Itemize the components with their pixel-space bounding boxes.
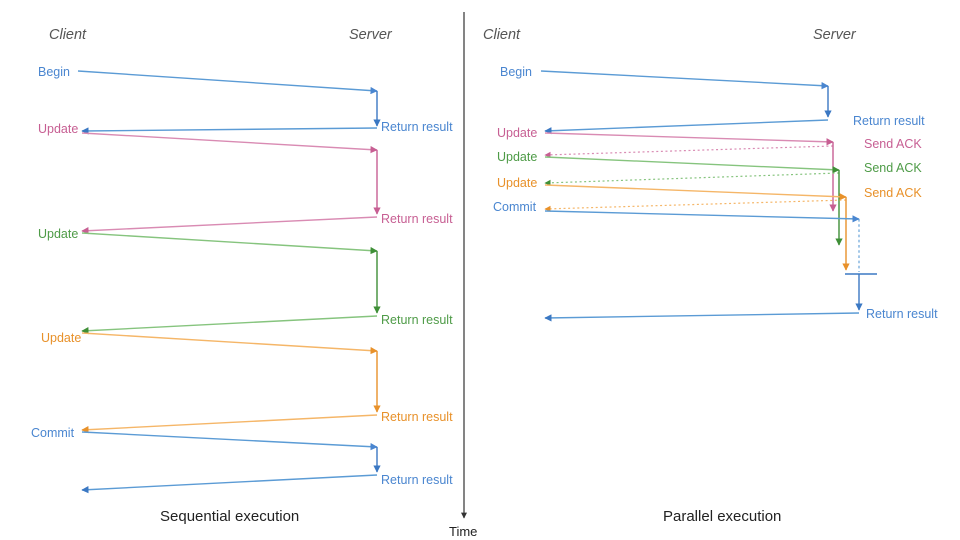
label-return-3: Return result (381, 313, 453, 327)
message-arrow-update-2 (81, 232, 378, 255)
caption-parallel: Parallel execution (663, 508, 781, 525)
p-label-ack-2: Send ACK (864, 161, 922, 175)
p-message-arrow-commit (544, 210, 860, 223)
label-return-2: Return result (381, 212, 453, 226)
p-label-begin: Begin (500, 65, 532, 79)
p-label-update-2: Update (497, 150, 537, 164)
p-label-ack-1: Send ACK (864, 137, 922, 151)
p-ack-arrow-2 (544, 172, 840, 186)
p-label-commit: Commit (493, 200, 537, 214)
p-label-update-1: Update (497, 126, 537, 140)
p-message-arrow-return-1 (544, 119, 829, 135)
p-actor-label-server: Server (813, 27, 857, 43)
message-arrow-update-3 (81, 332, 378, 355)
actor-label-server: Server (349, 27, 393, 43)
actor-label-client: Client (49, 27, 87, 43)
p-ack-arrow-1 (544, 145, 834, 158)
label-return-4: Return result (381, 410, 453, 424)
label-return-5: Return result (381, 473, 453, 487)
p-message-arrow-update-1 (544, 132, 834, 146)
p-message-arrow-update-3 (544, 184, 847, 201)
p-message-arrow-begin (540, 70, 829, 90)
message-arrow-begin (77, 70, 378, 95)
p-label-update-3: Update (497, 176, 537, 190)
p-ack-arrow-3 (544, 199, 847, 212)
message-arrow-commit (81, 431, 378, 451)
label-return-1: Return result (381, 120, 453, 134)
p-actor-label-client: Client (483, 27, 521, 43)
caption-sequential: Sequential execution (160, 508, 299, 525)
message-arrow-return-2 (81, 216, 378, 235)
label-begin: Begin (38, 65, 70, 79)
label-update-3: Update (41, 331, 81, 345)
panel-parallel: Client Server Begin Return result Update… (483, 27, 938, 525)
label-update-1: Update (38, 122, 78, 136)
message-arrow-return-4 (81, 414, 378, 434)
message-arrow-update-1 (81, 132, 378, 154)
message-arrow-return-1 (81, 127, 378, 135)
message-arrow-return-5 (81, 474, 378, 494)
p-message-arrow-update-2 (544, 156, 840, 174)
message-arrow-return-3 (81, 315, 378, 335)
time-axis-label: Time (449, 524, 477, 539)
p-label-ack-3: Send ACK (864, 186, 922, 200)
p-label-return-1: Return result (853, 114, 925, 128)
label-commit: Commit (31, 426, 75, 440)
p-label-return-2: Return result (866, 307, 938, 321)
p-message-arrow-return-2 (544, 312, 860, 322)
label-update-2: Update (38, 227, 78, 241)
panel-sequential: Client Server Begin Return result Update… (31, 27, 453, 525)
